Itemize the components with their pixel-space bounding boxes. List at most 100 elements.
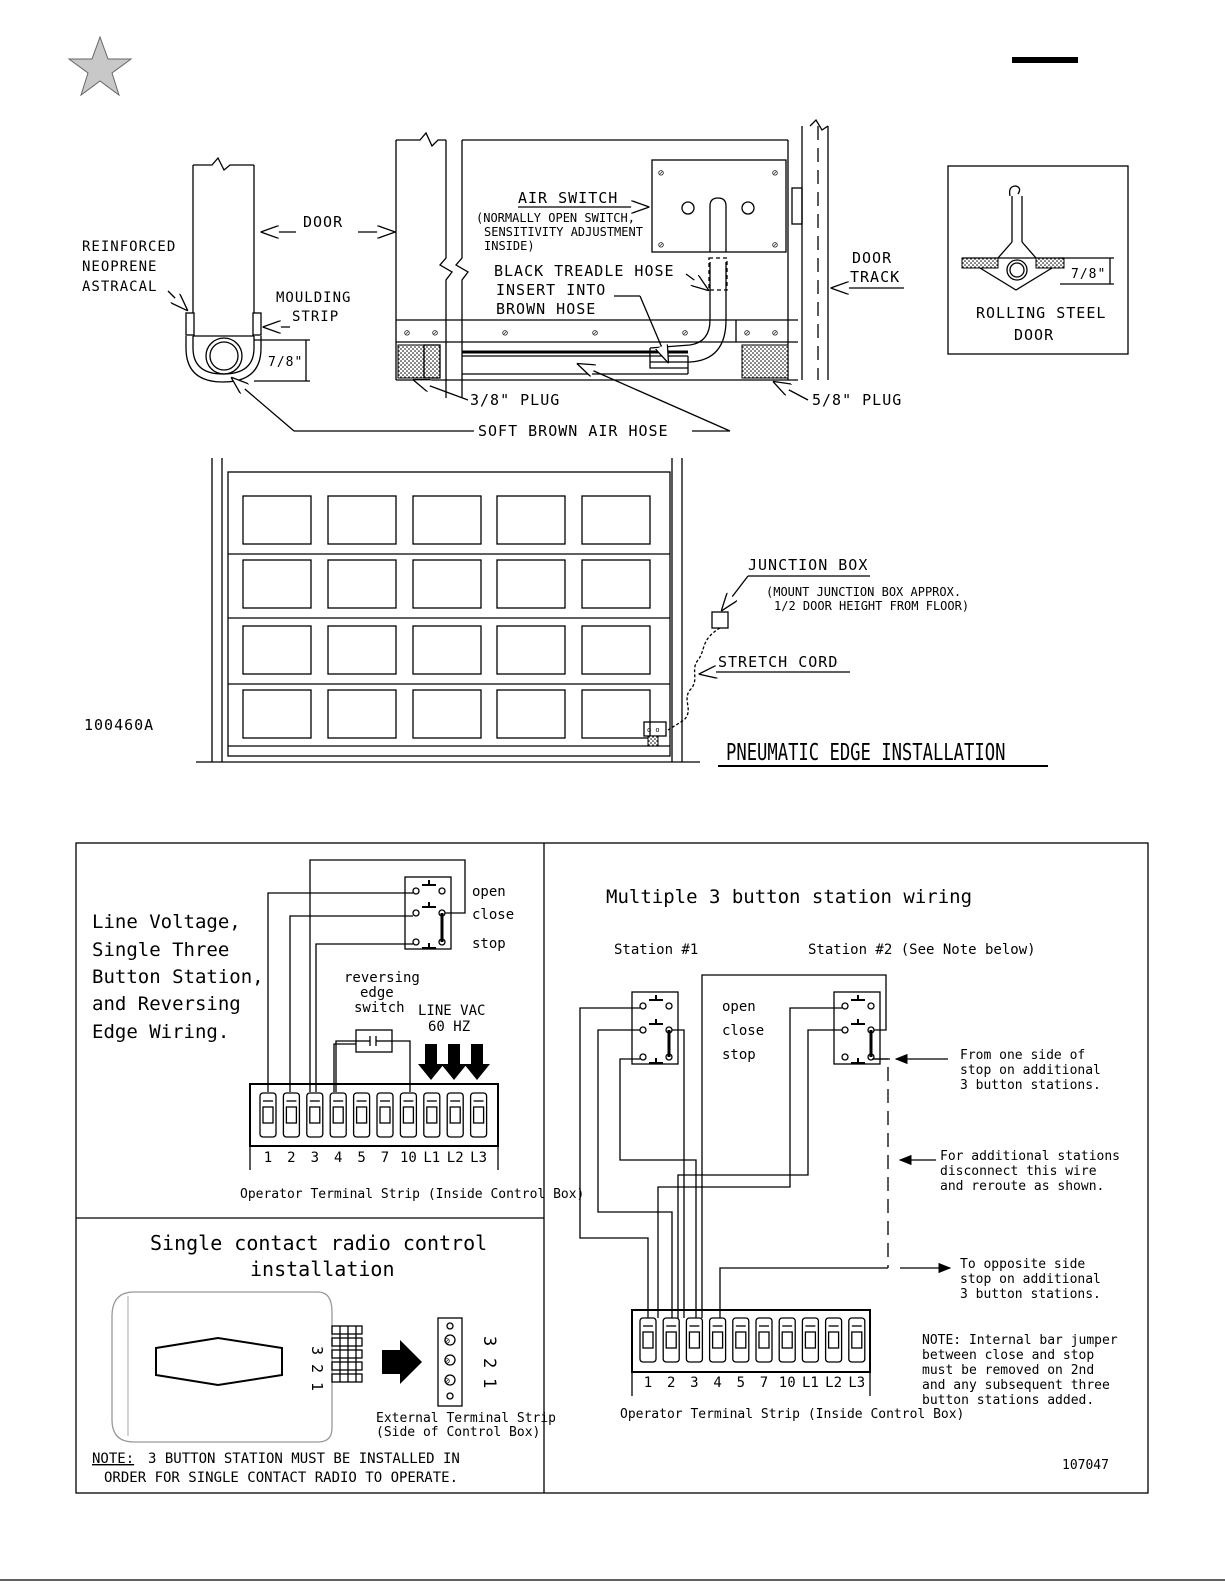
terminal-clamp [758,1331,770,1349]
panel1-title-line-4: and Reversing [92,993,241,1015]
station-2-label: Station #2 (See Note below) [808,942,1036,958]
terminal-label: 1 [264,1150,272,1166]
svg-text:⊘: ⊘ [682,328,688,339]
terminal-screw [824,1317,843,1363]
panel1-title-line-1: Line Voltage, [92,911,241,933]
star-icon [67,35,133,97]
panel3-close-label: close [722,1023,764,1039]
radio-note-2: ORDER FOR SINGLE CONTACT RADIO TO OPERAT… [104,1470,458,1486]
door-window-pane [496,689,566,739]
panel1-reversing-3: switch [354,1000,405,1016]
label-junction-note-1: (MOUNT JUNCTION BOX APPROX. [766,585,961,599]
terminal-label: 1 [644,1375,652,1391]
terminal-label: 4 [713,1375,721,1391]
receiver-terminal-2: 2 [308,1364,326,1373]
svg-text:⊘: ⊘ [772,240,778,251]
label-plug-58: 5/8" PLUG [812,391,902,409]
terminal-label: L1 [423,1150,440,1166]
terminal-label: 3 [311,1150,319,1166]
svg-text:⊘: ⊘ [592,328,598,339]
terminal-clamp [332,1106,344,1124]
panel2-title-1: Single contact radio control [150,1231,487,1255]
panel2-title-2: installation [250,1257,395,1281]
receiver-button-shape [155,1336,283,1387]
panel3-stop-label: stop [722,1047,756,1063]
panel1-open-label: open [472,884,506,900]
panel1-stop-label: stop [472,936,506,952]
door-window-pane [242,559,312,609]
label-black-hose: BLACK TREADLE HOSE [494,262,675,280]
terminal-screw [352,1092,371,1138]
label-junction-note-2: 1/2 DOOR HEIGHT FROM FLOOR) [774,599,969,613]
panel-multiple-stations: Multiple 3 button station wiring Station… [579,886,1120,1473]
label-seven-eighths-right: 7/8" [1071,267,1106,282]
door-window-pane [581,559,651,609]
terminal-screw [282,1092,301,1138]
panel-line-voltage: Line Voltage, Single Three Button Statio… [92,859,584,1202]
terminal-clamp [309,1106,321,1124]
jumper-note-1: NOTE: Internal bar jumper [922,1333,1118,1348]
radio-note-label: NOTE: [92,1451,134,1467]
door-elevation: ⊘ ⊘ ⊘ ⊘ ⊘ ⊘ ⊘ [395,118,829,398]
svg-text:⊘: ⊘ [444,1336,450,1347]
terminal-screw [708,1317,727,1363]
label-soft-hose: SOFT BROWN AIR HOSE [478,422,669,440]
power-arrow-l2 [441,1044,467,1080]
terminal-clamp [262,1106,274,1124]
terminal-screw [329,1092,347,1138]
terminal-label: 5 [737,1375,745,1391]
external-terminal-1: 1 [479,1378,499,1388]
label-junction-box: JUNCTION BOX [748,556,868,574]
label-air-switch-note-1: (NORMALLY OPEN SWITCH, [476,211,635,225]
svg-text:⊘: ⊘ [444,1356,450,1367]
label-insert-into: INSERT INTO [496,281,606,299]
terminal-screw [469,1092,488,1138]
opposite-2: stop on additional [960,1272,1101,1287]
label-brown-hose: BROWN HOSE [496,300,596,318]
radio-note-1: 3 BUTTON STATION MUST BE INSTALLED IN [148,1451,460,1467]
door-window-pane [496,559,566,609]
terminal-clamp [781,1331,793,1349]
svg-text:⊘: ⊘ [444,1376,450,1387]
panel1-hz: 60 HZ [428,1019,470,1035]
terminal-screw [423,1092,441,1138]
jumper-note-2: between close and stop [922,1348,1094,1363]
terminal-label: 2 [667,1375,675,1391]
receiver-wire-leads [331,1325,363,1383]
terminal-strip-2 [639,1317,866,1363]
label-air-switch-note-2: SENSITIVITY ADJUSTMENT [484,225,643,239]
power-arrow-l3 [464,1044,490,1080]
terminal-label: 3 [690,1375,698,1391]
terminal-label: L2 [447,1150,464,1166]
terminal-label: 10 [779,1375,796,1391]
svg-text:⊘: ⊘ [432,328,438,339]
terminal-clamp [426,1106,438,1124]
station-1-label: Station #1 [614,942,698,958]
terminal-clamp [711,1331,724,1349]
door-window-pane [327,559,397,609]
svg-text:⊘: ⊘ [744,328,750,339]
terminal-screw [848,1317,866,1363]
door-window-pane [581,689,651,739]
jumper-note-4: and any subsequent three [922,1378,1110,1393]
terminal-label: 2 [287,1150,295,1166]
label-air-switch: AIR SWITCH [518,189,618,207]
screw-row: ⊘ ⊘ ⊘ ⊘ ⊘ ⊘ ⊘ [404,328,778,339]
panel1-title-line-3: Button Station, [92,966,264,988]
label-door-track-2: TRACK [850,268,900,286]
additional-3: and reroute as shown. [940,1179,1104,1194]
door-window-panels [242,495,651,739]
door-window-pane [412,495,482,545]
svg-text:⊘: ⊘ [772,328,778,339]
terminal-screw [685,1317,704,1363]
terminal-label: L2 [825,1375,842,1391]
air-switch-box: ⊘ ⊘ ⊘ ⊘ [649,159,787,363]
panel1-reversing-2: edge [360,985,394,1001]
label-door: DOOR [303,213,343,231]
from-one-side-1: From one side of [960,1048,1085,1063]
door-window-pane [242,495,312,545]
door-window-pane [581,495,651,545]
panel1-close-label: close [472,907,514,923]
label-moulding: MOULDING [276,290,351,306]
